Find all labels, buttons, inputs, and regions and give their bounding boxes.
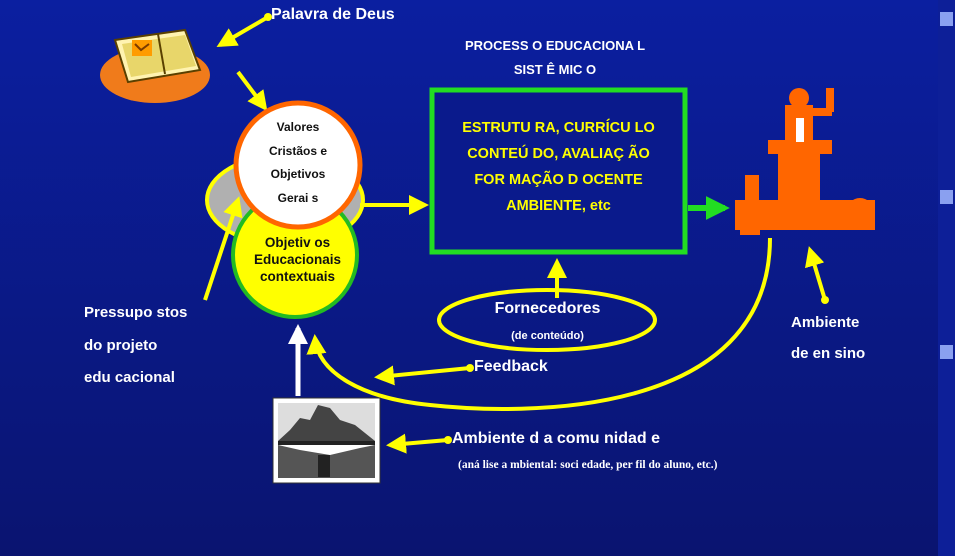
teaching-environment-line-1: Ambiente [791, 314, 860, 331]
values-line-1: Valores [276, 120, 320, 134]
teaching-environment-line-2: de en sino [791, 345, 866, 362]
arrow-bible-to-values [236, 70, 268, 112]
community-landscape-icon [272, 397, 381, 484]
objectives-line-1: Objetiv os [264, 235, 331, 250]
values-line-2: Cristãos e [268, 144, 328, 158]
objectives-line-3: contextuais [259, 269, 336, 284]
bible-icon [100, 28, 210, 103]
values-circle [233, 100, 363, 230]
arrow-dot [444, 436, 452, 444]
feedback-curve [306, 237, 772, 411]
community-environment-sublabel: (aná lise a mbiental: soci edade, per fi… [458, 459, 718, 471]
arrow-assumptions [203, 196, 243, 301]
arrow-dot [466, 364, 474, 372]
process-box [429, 87, 688, 255]
process-heading-1: PROCESS O EDUCACIONA L [464, 38, 646, 53]
arrow-dot [821, 296, 829, 304]
arrow-dot [264, 13, 272, 21]
community-environment-label: Ambiente d a comu nidad e [452, 430, 661, 447]
values-line-4: Gerai s [277, 191, 319, 205]
assumptions-line-1: Pressupo stos [84, 304, 188, 321]
arrow-to-bible [216, 15, 270, 48]
process-heading-2: SIST Ê MIC O [513, 62, 597, 77]
word-of-god-label: Palavra de Deus [271, 6, 395, 23]
edge-mark-2 [940, 190, 953, 204]
arrow-community-label [386, 433, 449, 454]
arrow-feedback-label [374, 365, 471, 386]
edge-mark-3 [940, 345, 953, 359]
slide-edge-decoration [938, 0, 955, 556]
assumptions-line-2: do projeto [84, 337, 158, 354]
values-line-3: Objetivos [270, 167, 326, 181]
process-line-4: AMBIENTE, etc [506, 198, 611, 214]
process-line-3: FOR MAÇÃO D OCENTE [474, 172, 643, 188]
edge-mark-1 [940, 12, 953, 26]
process-line-2: CONTEÚ DO, AVALIAÇ ÃO [467, 146, 650, 162]
teacher-collar [796, 118, 804, 142]
arrow-environment-label [805, 246, 827, 301]
supplier-ellipse [437, 288, 657, 352]
objectives-line-2: Educacionais [253, 252, 342, 267]
assumptions-line-3: edu cacional [84, 369, 175, 386]
feedback-label: Feedback [474, 358, 548, 375]
process-line-1: ESTRUTU RA, CURRÍCU LO [462, 120, 655, 136]
supplier-label: Fornecedores [494, 300, 601, 317]
supplier-sublabel: (de conteúdo) [511, 330, 584, 342]
